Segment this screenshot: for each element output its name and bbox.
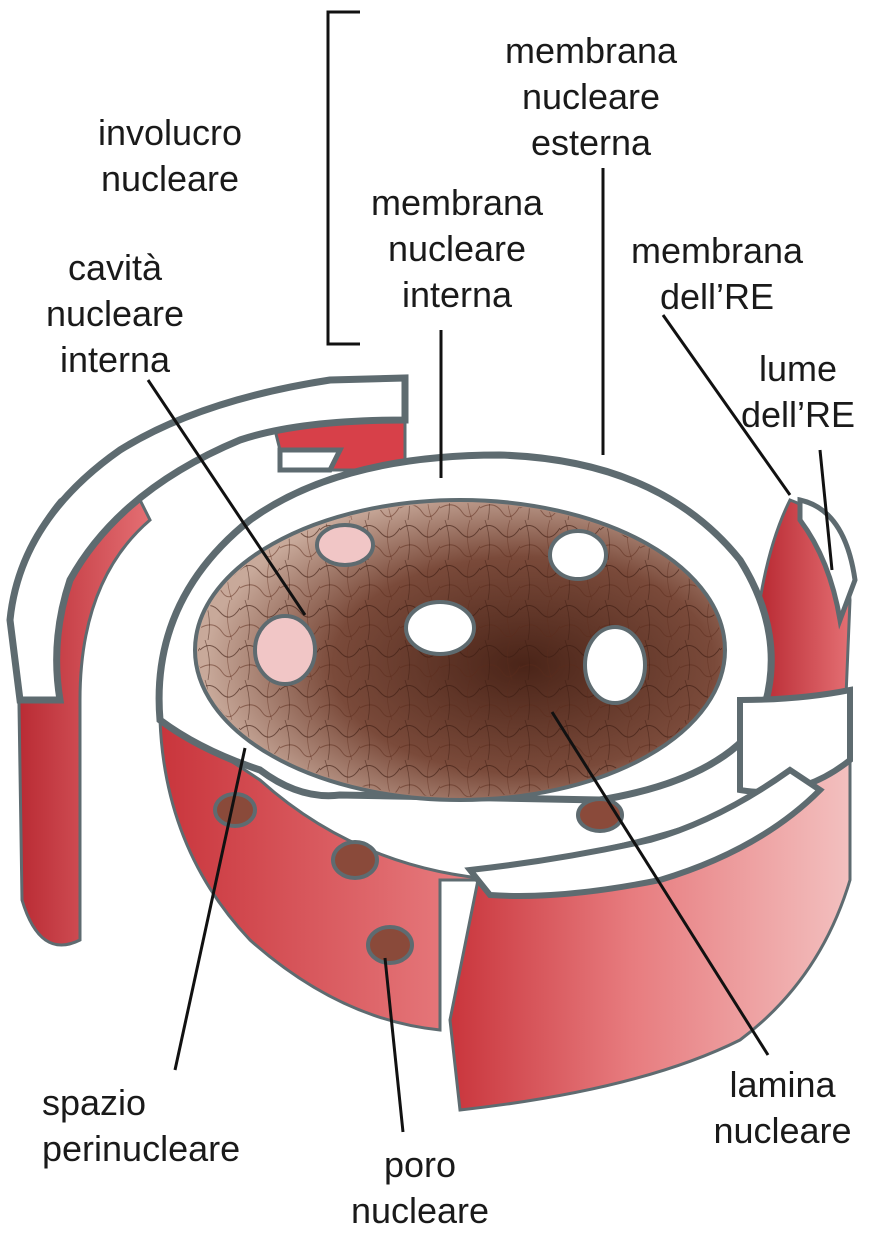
er-connector-top — [280, 450, 340, 470]
label-lamina-nucleare: lamina nucleare — [690, 1062, 875, 1154]
label-poro-nucleare: poro nucleare — [330, 1142, 510, 1234]
label-spazio-perinucleare: spazio perinucleare — [42, 1080, 282, 1172]
label-involucro-nucleare: involucro nucleare — [80, 110, 260, 202]
label-membrana-nucleare-interna: membrana nucleare interna — [352, 180, 562, 318]
label-cavita-nucleare-interna: cavità nucleare interna — [20, 245, 210, 383]
label-membrana-nucleare-esterna: membrana nucleare esterna — [486, 28, 696, 166]
label-lume-re: lume dell’RE — [728, 346, 868, 438]
label-membrana-re: membrana dell’RE — [612, 228, 822, 320]
